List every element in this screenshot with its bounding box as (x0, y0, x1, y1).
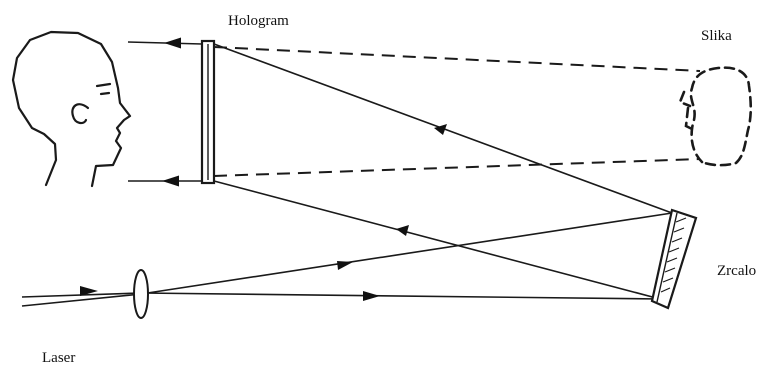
virtual-image-rays (213, 46, 701, 177)
label-laser: Laser (42, 350, 75, 366)
viewer-head-icon (11, 30, 132, 188)
viewer-rays (127, 37, 203, 187)
label-mirror: Zrcalo (717, 263, 756, 279)
laser-beams (21, 212, 673, 307)
mirror-icon (650, 208, 698, 310)
virtual-image-head-icon (678, 66, 753, 167)
label-image: Slika (701, 28, 732, 44)
label-hologram: Hologram (228, 13, 289, 29)
reconstruction-rays (213, 43, 673, 300)
hologram-plate-icon (200, 39, 216, 185)
lens-icon (133, 269, 149, 319)
